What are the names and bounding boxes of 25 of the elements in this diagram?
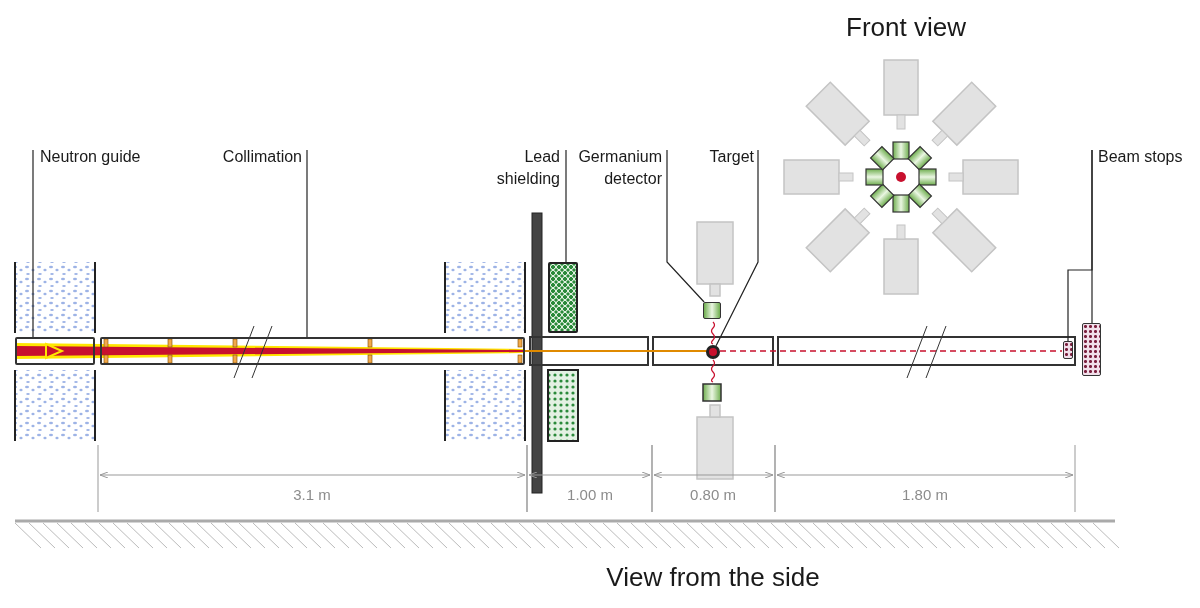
callout-label: Collimation (221, 147, 302, 167)
target-dot (706, 345, 720, 359)
dimension-label: 0.80 m (690, 486, 736, 504)
dimension-label: 1.80 m (902, 486, 948, 504)
leader-line (306, 149, 308, 338)
dimension-label: 3.1 m (293, 486, 331, 504)
callout-label: Target (708, 147, 754, 167)
callout-label: Neutron guide (40, 147, 142, 167)
callout-label: Germanium detector (577, 147, 662, 189)
detector-head (703, 302, 721, 319)
view-title: View from the side (606, 562, 820, 594)
leader-line (666, 149, 705, 303)
beam-tube (100, 337, 525, 365)
callout-label: Lead shielding (495, 147, 560, 189)
shielding-block (548, 262, 578, 333)
leader-line (715, 149, 759, 347)
callout-label: Beam stops (1098, 147, 1184, 167)
leader-line (1091, 149, 1093, 324)
leader-line (32, 149, 34, 338)
beam-stop (1063, 341, 1073, 359)
beam-tube (15, 337, 95, 365)
beam-stop (1082, 323, 1101, 376)
dimension-label: 1.00 m (567, 486, 613, 504)
view-title: Front view (846, 12, 966, 44)
leader-line (565, 149, 567, 263)
